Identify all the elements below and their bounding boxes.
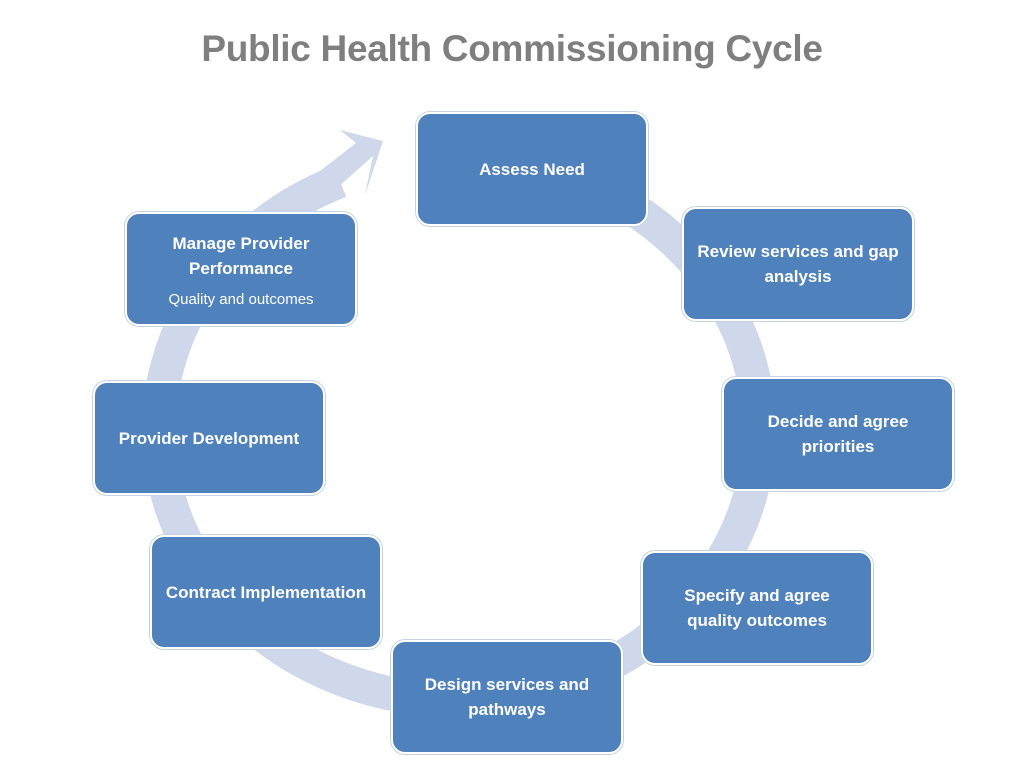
step-decide-priorities[interactable]: Decide and agree priorities <box>722 377 954 491</box>
step-manage-performance[interactable]: Manage Provider Performance Quality and … <box>125 212 357 326</box>
step-label: Decide and agree priorities <box>767 412 909 456</box>
step-label: Design services and pathways <box>424 675 590 719</box>
step-label: Review services and gap analysis <box>697 242 899 286</box>
step-contract-implementation[interactable]: Contract Implementation <box>150 535 382 649</box>
step-label: Contract Implementation <box>165 582 367 602</box>
step-review-services[interactable]: Review services and gap analysis <box>682 207 914 321</box>
step-design-services[interactable]: Design services and pathways <box>391 640 623 754</box>
page-title: Public Health Commissioning Cycle <box>201 28 823 69</box>
step-label: Provider Development <box>118 428 300 448</box>
step-assess-need[interactable]: Assess Need <box>416 112 648 226</box>
step-label: Assess Need <box>479 159 585 179</box>
step-sublabel: Quality and outcomes <box>168 291 314 308</box>
step-label: Manage Provider Performance <box>172 234 310 278</box>
step-label: Specify and agree quality outcomes <box>684 586 830 630</box>
step-specify-outcomes[interactable]: Specify and agree quality outcomes <box>641 551 873 665</box>
step-provider-development[interactable]: Provider Development <box>93 381 325 495</box>
cycle-arrowhead-icon <box>298 130 383 205</box>
